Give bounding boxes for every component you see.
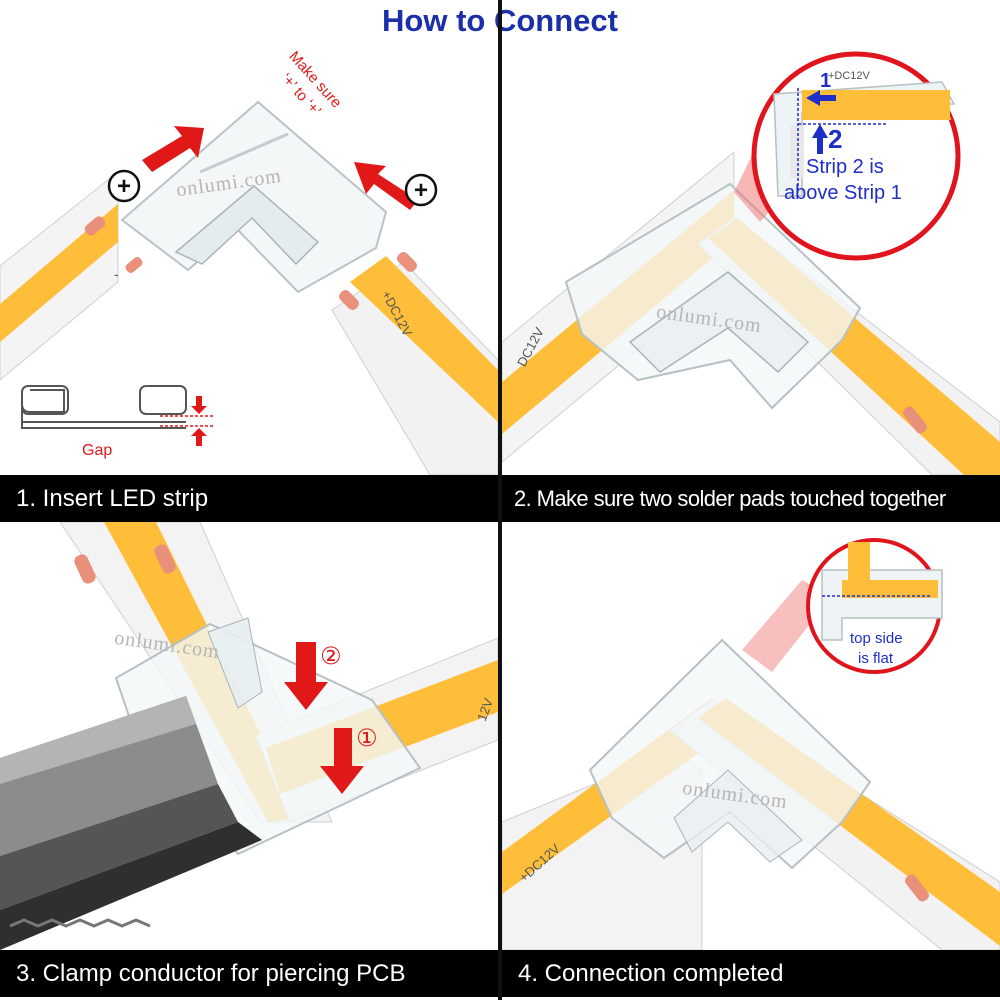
press-arrow-2 bbox=[284, 642, 328, 710]
insert-arrow-right bbox=[354, 162, 418, 210]
callout-strip-marking: +DC12V bbox=[828, 70, 870, 82]
marker-2: 2 bbox=[828, 124, 843, 154]
pliers bbox=[0, 696, 262, 950]
step-marker-2: ② bbox=[320, 643, 342, 670]
step2-illustration bbox=[502, 51, 1000, 475]
step2-panel: 1 2 Strip 2 is above Strip 1 +DC12V DC12… bbox=[502, 42, 1000, 475]
pad-minus: - bbox=[114, 266, 119, 282]
callout-text-line1: top side bbox=[850, 630, 903, 647]
step3-caption: 3. Clamp conductor for piercing PCB bbox=[0, 950, 498, 997]
blue-arrow-up-icon bbox=[812, 124, 828, 154]
zoom-callout bbox=[751, 51, 961, 261]
step2-caption: 2. Make sure two solder pads touched tog… bbox=[502, 475, 1000, 522]
vertical-divider bbox=[498, 0, 502, 1000]
l-connector bbox=[564, 182, 862, 410]
svg-text:+: + bbox=[414, 177, 428, 204]
plus-icon-left: + bbox=[107, 169, 141, 203]
svg-text:+: + bbox=[117, 173, 131, 200]
callout-text-line2: above Strip 1 bbox=[784, 182, 902, 204]
insert-arrow-left bbox=[142, 126, 204, 172]
plus-icon-right: + bbox=[404, 173, 438, 207]
callout-text-line1: Strip 2 is bbox=[806, 156, 884, 178]
step1-panel: + + Make sure ‘+’ to ‘+’ +DC12V - Gap on… bbox=[0, 42, 498, 475]
right-led-strip bbox=[331, 252, 498, 475]
gap-diagram bbox=[21, 385, 214, 446]
blue-arrow-left-icon bbox=[806, 90, 836, 106]
l-connector bbox=[588, 638, 872, 870]
step4-panel: top side is flat +DC12V onlumi.com bbox=[502, 522, 1000, 950]
step4-illustration bbox=[502, 538, 1000, 950]
step1-caption: 1. Insert LED strip bbox=[0, 475, 498, 522]
l-connector bbox=[120, 100, 388, 294]
step3-panel: ② ① 12V onlumi.com bbox=[0, 522, 498, 950]
left-led-strip bbox=[0, 170, 143, 381]
step3-illustration bbox=[0, 522, 498, 950]
zoom-callout bbox=[806, 538, 943, 674]
step4-caption: 4. Connection completed bbox=[502, 950, 1000, 997]
step1-illustration: + + bbox=[0, 100, 498, 475]
gap-label: Gap bbox=[82, 442, 113, 459]
marker-1: 1 bbox=[820, 70, 832, 92]
press-arrow-1 bbox=[320, 728, 364, 794]
step-marker-1: ① bbox=[356, 725, 378, 752]
callout-text-line2: is flat bbox=[858, 650, 894, 667]
